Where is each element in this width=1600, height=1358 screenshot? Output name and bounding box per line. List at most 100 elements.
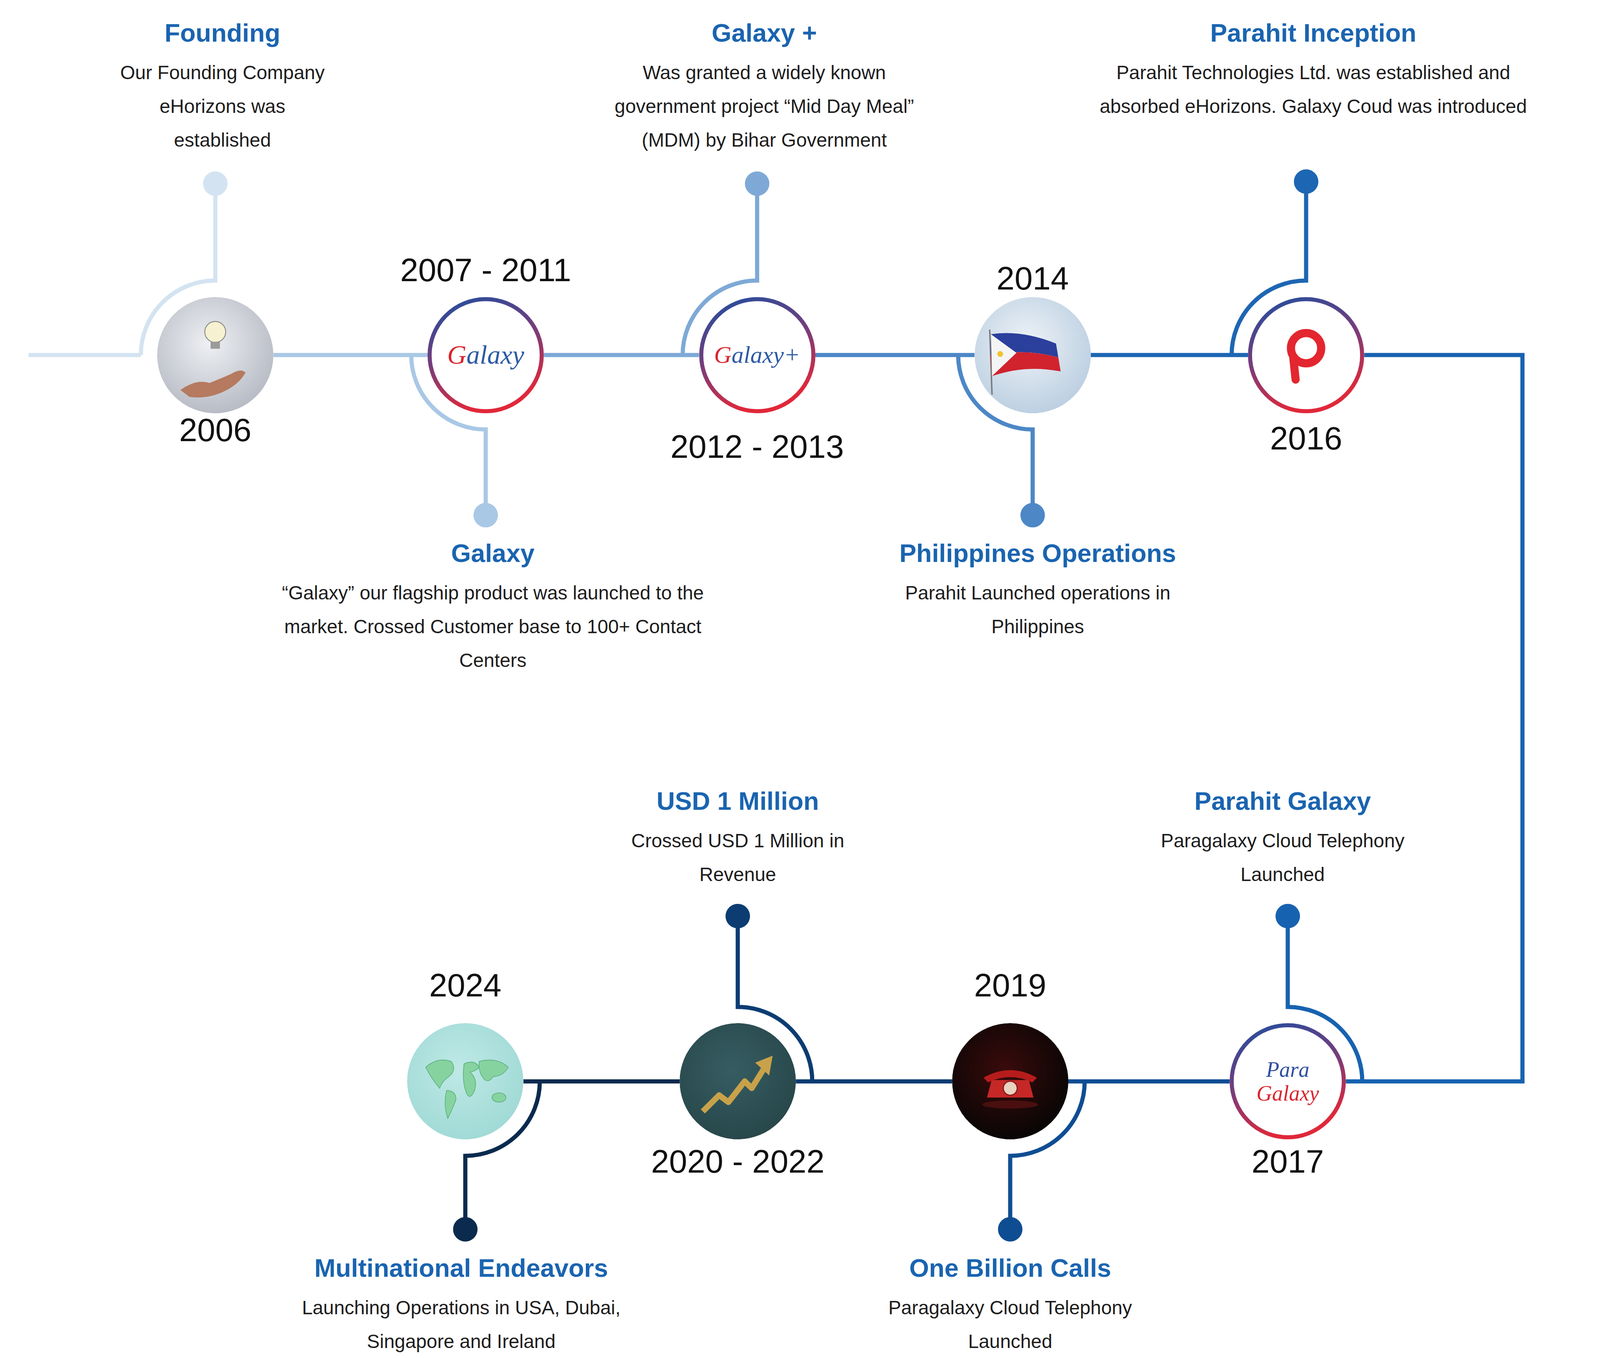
milestone-description: Was granted a widely known government pr… (595, 55, 933, 158)
milestone-caption: USD 1 MillionCrossed USD 1 Million in Re… (610, 785, 866, 892)
phone-body (987, 1080, 1034, 1098)
milestone-heading: Galaxy + (595, 17, 933, 49)
year-label: 2020 - 2022 (650, 1142, 825, 1183)
timeline-connector (523, 1079, 680, 1084)
art-background (679, 1023, 796, 1140)
flag-sun (997, 350, 1003, 357)
milestone-heading: Parahit Inception (1088, 17, 1538, 49)
milestone-description: Paragalaxy Cloud Telephony Launched (1145, 824, 1421, 892)
continent-shape (425, 1060, 454, 1089)
art-background (157, 297, 274, 414)
milestone-heading: USD 1 Million (610, 785, 866, 817)
year-label: 2024 (429, 966, 502, 1006)
year-label: 2006 (179, 411, 252, 451)
milestone-caption: Galaxy + Was granted a widely known gover… (595, 17, 933, 158)
milestone-dot (1293, 169, 1319, 195)
milestone-dot (725, 904, 750, 929)
timeline-connector (543, 352, 699, 358)
logo-ring (429, 299, 542, 412)
milestone-caption: Philippines OperationsParahit Launched o… (884, 537, 1191, 644)
continent-shape (479, 1060, 509, 1082)
timeline-connector (815, 352, 975, 358)
year-label: 2017 (1251, 1142, 1325, 1183)
milestone-circle: 2007 - 2011GalaxyGalaxy“Galaxy” our flag… (427, 297, 544, 414)
milestone-description: Our Founding Company eHorizons was estab… (110, 55, 335, 158)
continent-shape (492, 1093, 507, 1103)
milestone-circle: 2020 - 2022USD 1 MillionCrossed USD 1 Mi… (679, 1023, 796, 1140)
milestone-heading: Parahit Galaxy (1145, 785, 1421, 817)
milestone-heading: Founding (110, 17, 335, 49)
logo-text: Para Galaxy (1248, 1057, 1328, 1106)
circle-art (157, 297, 274, 414)
pin-logo (1293, 357, 1296, 380)
milestone-heading: Multinational Endeavors (287, 1252, 635, 1284)
circle-art (407, 1023, 524, 1140)
milestone-circle: 2019One Billion CallsParagalaxy Cloud Te… (952, 1023, 1069, 1140)
bulb-glass (205, 321, 226, 343)
milestone-dot (202, 171, 228, 196)
art-group (952, 1023, 1069, 1140)
milestone-circle: 2016Parahit InceptionParahit Technologie… (1247, 297, 1365, 414)
logo-ring (1231, 1025, 1344, 1138)
timeline-connector (1090, 352, 1248, 358)
year-label: 2014 (996, 259, 1070, 299)
logo-text: Galaxy (447, 340, 525, 370)
timeline-connector (795, 1079, 953, 1084)
phone-dial (1003, 1081, 1018, 1096)
milestone-heading: Galaxy (268, 537, 718, 569)
art-background (952, 1023, 1069, 1140)
milestone-caption: Multinational EndeavorsLaunching Operati… (287, 1252, 635, 1358)
milestone-dot (997, 1217, 1023, 1243)
art-group (157, 297, 274, 414)
timeline-connector (1345, 355, 1523, 1082)
milestone-dot (1275, 904, 1300, 929)
growth-arrowhead (755, 1055, 773, 1076)
flag-white (990, 334, 1017, 377)
logo-ring (701, 299, 814, 412)
growth-line (702, 1070, 764, 1113)
milestone-description: Parahit Technologies Ltd. was establishe… (1088, 55, 1538, 124)
milestone-caption: One Billion CallsParagalaxy Cloud Teleph… (872, 1252, 1148, 1358)
milestone-description: Launching Operations in USA, Dubai, Sing… (287, 1291, 635, 1358)
milestone-circle: 2014Philippines OperationsParahit Launch… (974, 297, 1091, 414)
milestone-description: Parahit Launched operations in Philippin… (884, 576, 1191, 644)
logo-ring (1250, 299, 1363, 412)
milestone-circle: 2024Multinational EndeavorsLaunching Ope… (407, 1023, 524, 1140)
bulb-base (210, 341, 220, 349)
milestone-description: Paragalaxy Cloud Telephony Launched (872, 1291, 1148, 1358)
milestone-description: “Galaxy” our flagship product was launch… (268, 576, 718, 678)
milestone-circle: 2006FoundingOur Founding Company eHorizo… (157, 297, 274, 414)
art-group (407, 1023, 524, 1140)
year-label: 2012 - 2013 (670, 427, 844, 467)
continent-shape (445, 1090, 456, 1119)
circle-art (679, 1023, 796, 1140)
circle-art (974, 297, 1091, 414)
milestone-heading: Philippines Operations (884, 537, 1191, 569)
milestone-circle: 2012 - 2013Galaxy+Galaxy +Was granted a … (699, 297, 816, 414)
year-label: 2007 - 2011 (400, 250, 572, 290)
phone-reflection (982, 1100, 1038, 1110)
continent-shape (463, 1062, 480, 1097)
art-group (679, 1023, 796, 1140)
lead-in-line (28, 352, 141, 358)
milestone-caption: Parahit GalaxyParagalaxy Cloud Telephony… (1145, 785, 1421, 892)
phone-handset (983, 1070, 1037, 1083)
year-label: 2019 (974, 966, 1047, 1006)
milestone-dot (473, 502, 498, 528)
timeline-connector (1068, 1079, 1230, 1084)
milestone-dot (452, 1217, 478, 1243)
timeline-connector (273, 352, 428, 358)
milestone-circle: 2017Para GalaxyParahit GalaxyParagalaxy … (1229, 1023, 1346, 1140)
milestone-heading: One Billion Calls (872, 1252, 1148, 1284)
milestone-caption: Galaxy “Galaxy” our flagship product was … (268, 537, 718, 678)
art-group (974, 297, 1091, 414)
logo-text: Galaxy+ (714, 341, 801, 369)
circle-art (1247, 297, 1365, 414)
hand-shape (180, 370, 246, 398)
milestone-description: Crossed USD 1 Million in Revenue (610, 824, 866, 892)
milestone-caption: Parahit InceptionParahit Technologies Lt… (1088, 17, 1538, 124)
milestone-dot (1020, 502, 1045, 528)
circle-art (952, 1023, 1069, 1140)
art-background (407, 1023, 524, 1140)
